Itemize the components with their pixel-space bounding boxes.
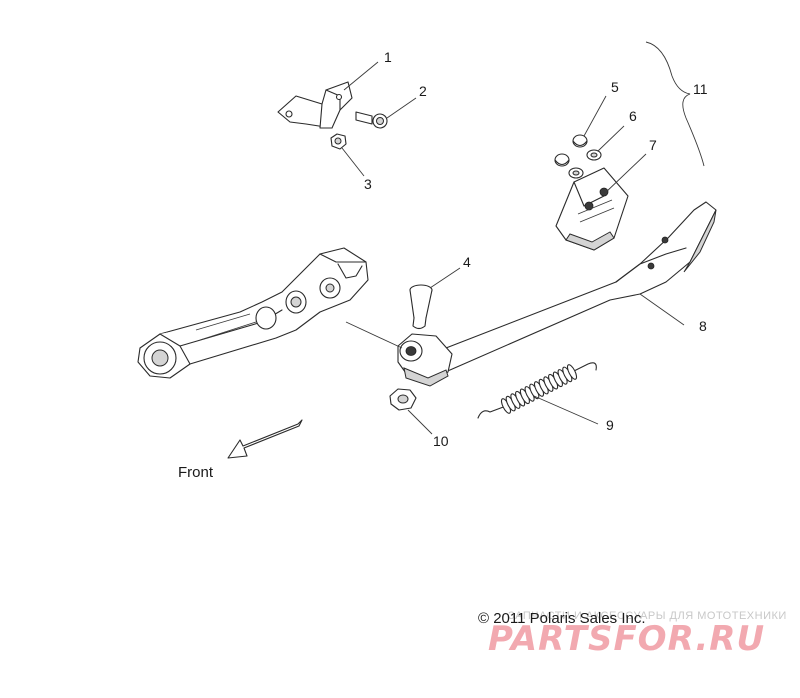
part-5-cap-upper bbox=[572, 134, 588, 148]
callout-2: 2 bbox=[419, 83, 427, 99]
leader-6 bbox=[597, 125, 625, 152]
leader-2 bbox=[386, 97, 417, 119]
front-label: Front bbox=[178, 464, 214, 481]
callout-11: 11 bbox=[693, 81, 708, 97]
leader-8 bbox=[639, 293, 685, 326]
copyright-text: © 2011 Polaris Sales Inc. bbox=[478, 610, 646, 627]
part-9-spring bbox=[477, 362, 597, 419]
leader-3 bbox=[341, 147, 365, 177]
part-6-washer-upper bbox=[586, 149, 602, 161]
leader-9 bbox=[533, 395, 599, 425]
callout-6: 6 bbox=[629, 108, 637, 124]
part-7-foot-pad bbox=[555, 167, 629, 251]
part-3-nut bbox=[330, 133, 347, 150]
leader-5 bbox=[583, 95, 607, 137]
frame-swingarm bbox=[137, 247, 369, 379]
spring-coil bbox=[566, 364, 578, 380]
callout-7: 7 bbox=[649, 137, 657, 153]
watermark-tagline: ЗАПЧАСТИ И АКСЕССУАРЫ ДЛЯ МОТОТЕХНИКИ bbox=[508, 610, 787, 622]
bracket-11 bbox=[645, 41, 705, 167]
leader-1 bbox=[343, 61, 379, 91]
leader-lines bbox=[341, 41, 705, 435]
front-arrow bbox=[227, 419, 303, 459]
part-5-cap-lower bbox=[554, 153, 570, 167]
leader-pivot bbox=[345, 321, 403, 349]
part-1-bracket bbox=[277, 81, 353, 129]
callout-labels: 1 2 3 4 5 6 7 8 9 10 11 bbox=[364, 49, 708, 449]
callout-3: 3 bbox=[364, 176, 372, 192]
leader-10 bbox=[407, 409, 433, 435]
leader-4 bbox=[429, 267, 461, 289]
part-2-bolt bbox=[355, 111, 388, 129]
part-10-lock-nut bbox=[389, 388, 417, 411]
callout-5: 5 bbox=[611, 79, 619, 95]
watermark: ЗАПЧАСТИ И АКСЕССУАРЫ ДЛЯ МОТОТЕХНИКИ PA… bbox=[488, 610, 787, 659]
callout-8: 8 bbox=[699, 318, 707, 334]
callout-4: 4 bbox=[463, 254, 471, 270]
leader-7 bbox=[603, 153, 647, 195]
part-8-kickstand bbox=[397, 201, 717, 387]
callout-9: 9 bbox=[606, 417, 614, 433]
watermark-logo: PARTSFOR.RU bbox=[488, 619, 765, 659]
part-4-pivot-bolt bbox=[409, 284, 433, 330]
part-6-washer-lower bbox=[568, 167, 584, 179]
callout-10: 10 bbox=[433, 433, 449, 449]
callout-1: 1 bbox=[384, 49, 392, 65]
